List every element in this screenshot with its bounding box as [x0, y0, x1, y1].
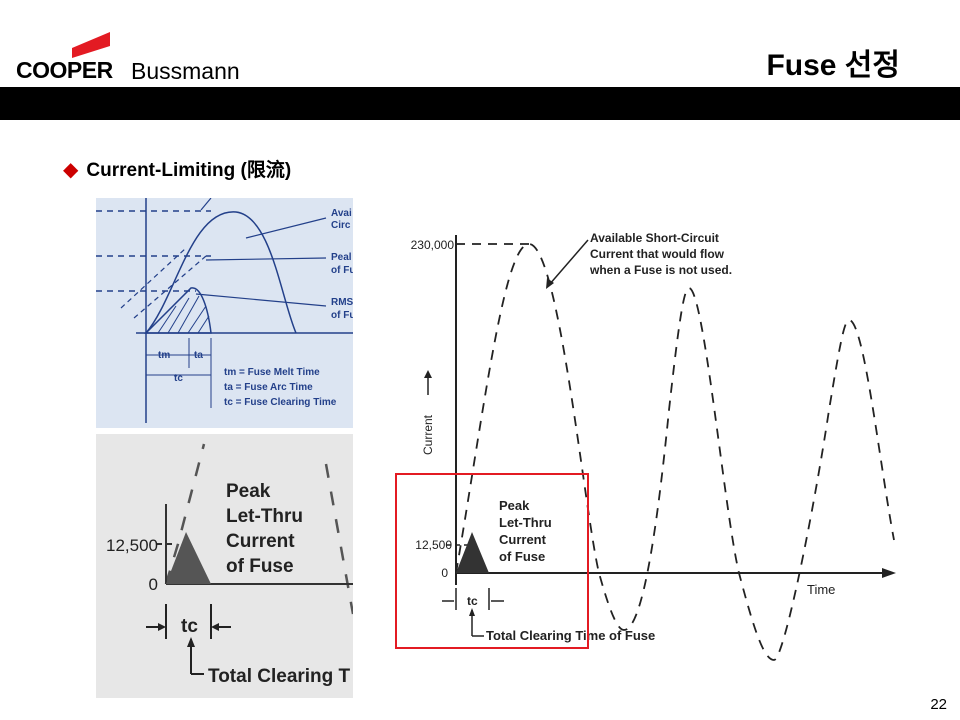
bussmann-logo-text: Bussmann: [131, 58, 240, 84]
available-label-2: Current that would flow: [590, 247, 725, 261]
bullet-heading: ◆ Current-Limiting (限流): [63, 155, 291, 182]
x-axis-label: Time: [807, 582, 835, 597]
label-avai: Avai: [331, 208, 352, 219]
peak-label-4: of Fuse: [226, 556, 294, 577]
available-label-3: when a Fuse is not used.: [589, 263, 732, 277]
label-circ: Circ: [331, 220, 351, 231]
label-of-fu-1: of Fu: [331, 265, 353, 276]
y-tick-0: 0: [149, 575, 158, 594]
label-rms: RMS: [331, 297, 353, 308]
tc-label: tc: [181, 616, 198, 637]
y-tick-230000: 230,000: [411, 238, 455, 252]
label-peal: Peal: [331, 252, 352, 263]
peak-let-thru-zoom: 12,500 0 Peak Let-Thru Current of Fuse t…: [96, 434, 353, 698]
bullet-heading-text: Current-Limiting (限流): [86, 160, 292, 181]
total-clearing-main: Total Clearing Time of Fuse: [486, 628, 655, 643]
peak-main-4: of Fuse: [499, 549, 545, 564]
peak-label-1: Peak: [226, 481, 271, 502]
tc-main: tc: [467, 594, 478, 608]
peak-main-2: Let-Thru: [499, 515, 552, 530]
header-bar: [0, 87, 960, 120]
peak-main-1: Peak: [499, 498, 530, 513]
ta-marker: ta: [194, 350, 203, 361]
legend-ta: ta = Fuse Arc Time: [224, 382, 313, 393]
total-clearing-label: Total Clearing T: [208, 666, 351, 687]
peak-label-2: Let-Thru: [226, 506, 303, 527]
legend-tc: tc = Fuse Clearing Time: [224, 397, 337, 408]
tc-marker: tc: [174, 373, 183, 384]
label-of-fu-2: of Fu: [331, 310, 353, 321]
page-title: Fuse 선정: [766, 49, 900, 82]
legend-tm: tm = Fuse Melt Time: [224, 367, 320, 378]
tm-marker: tm: [158, 350, 170, 361]
current-limiting-waveform: 230,000 12,500 0 Available Short-Circuit…: [384, 210, 904, 670]
y-tick-0-main: 0: [441, 566, 448, 580]
peak-label-3: Current: [226, 531, 295, 552]
cooper-logo-text: COOPER: [16, 57, 113, 83]
highlight-box: [395, 473, 589, 649]
cooper-logo-mark-icon: [72, 32, 110, 58]
y-tick-12500: 12,500: [106, 536, 158, 555]
peak-main-3: Current: [499, 532, 547, 547]
melt-arc-time-diagram: Avai Circ Peal of Fu RMS of Fu tm ta tc …: [96, 198, 353, 428]
page-number: 22: [930, 696, 947, 713]
available-label-1: Available Short-Circuit: [590, 231, 719, 245]
y-tick-12500-main: 12,500: [415, 538, 452, 552]
diamond-bullet-icon: ◆: [63, 159, 79, 181]
y-axis-label: Current: [421, 414, 435, 455]
